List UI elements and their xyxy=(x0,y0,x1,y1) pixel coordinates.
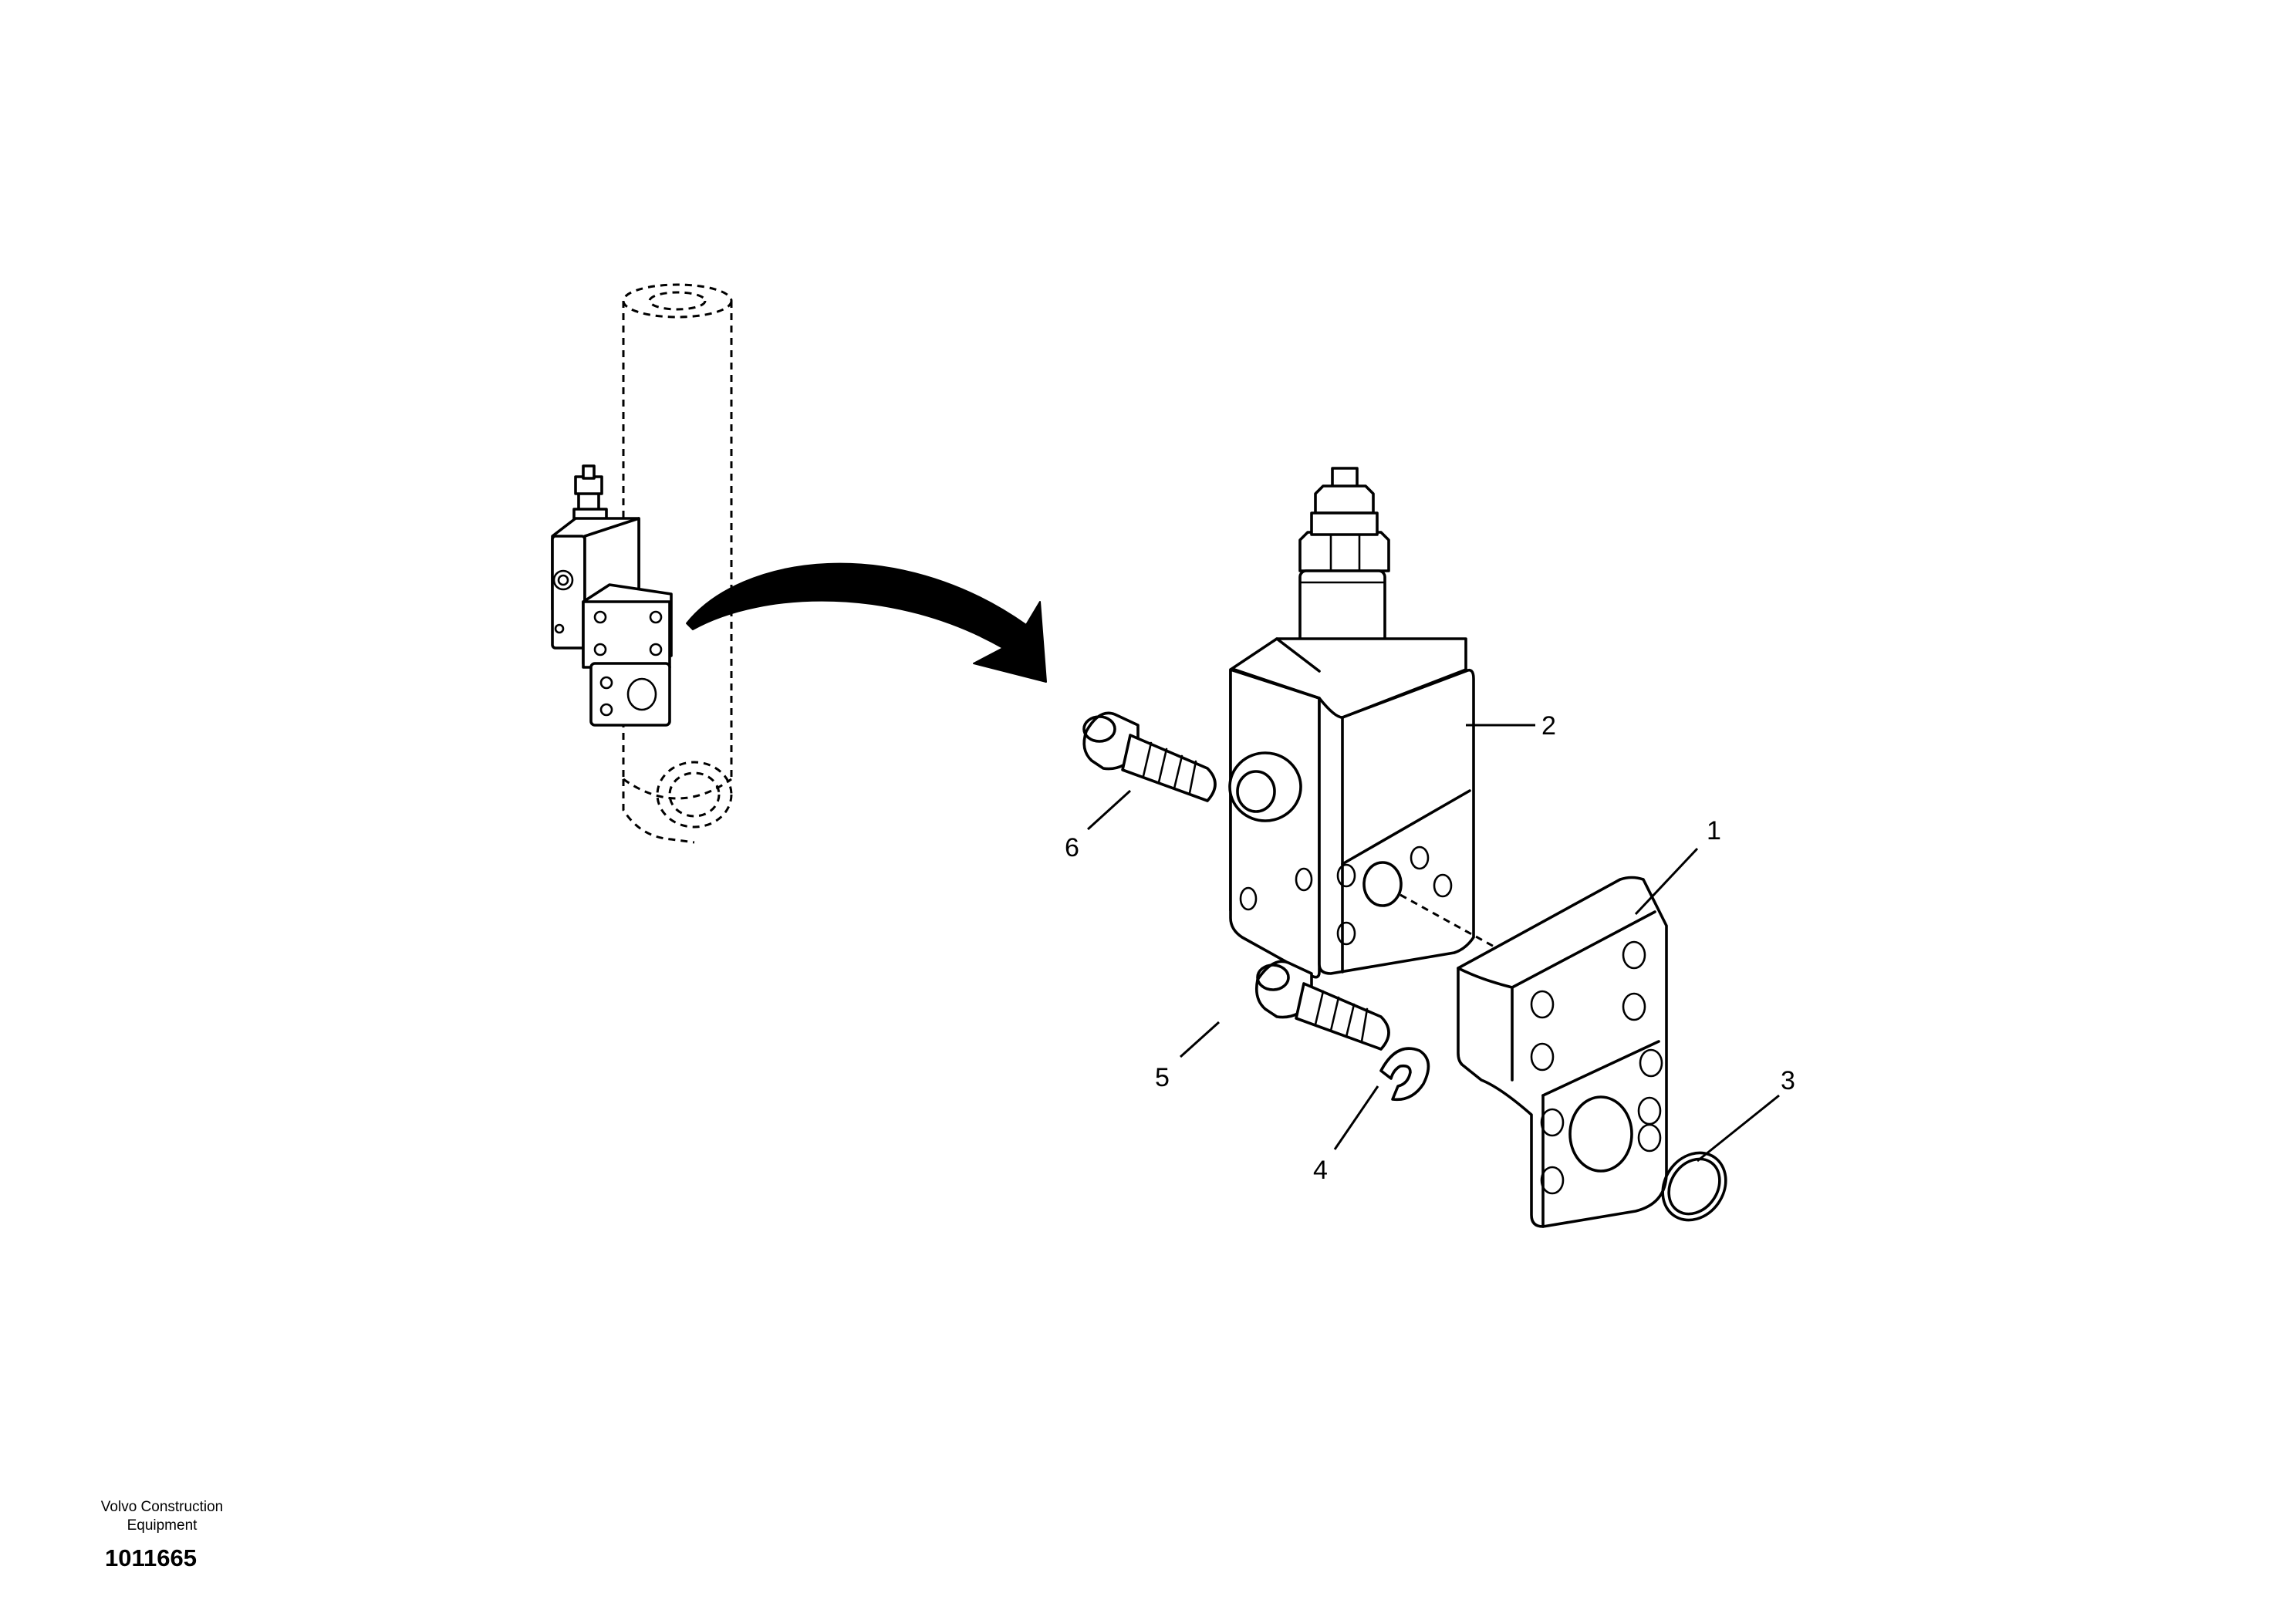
company-name-line2: Equipment xyxy=(127,1517,198,1534)
callout-4: 4 xyxy=(1313,1156,1328,1185)
bolt-5 xyxy=(1254,960,1390,1051)
callout-3: 3 xyxy=(1781,1066,1795,1095)
callout-6: 6 xyxy=(1065,833,1079,862)
alignment-line xyxy=(1400,893,1513,958)
callout-1: 1 xyxy=(1707,816,1721,845)
lock-washer xyxy=(1379,1047,1430,1102)
bolt-6 xyxy=(1082,711,1217,802)
callout-2: 2 xyxy=(1541,711,1556,741)
document-number: 1011665 xyxy=(105,1544,197,1571)
valve-assembly-overview xyxy=(551,464,673,727)
adapter-plate xyxy=(1457,876,1668,1228)
leader-lines xyxy=(1086,724,1780,1163)
callout-5: 5 xyxy=(1155,1063,1170,1092)
transition-arrow xyxy=(686,562,1047,683)
valve-body xyxy=(1228,467,1475,979)
company-name-line1: Volvo Construction xyxy=(100,1499,224,1515)
company-name: Volvo Construction Equipment xyxy=(62,1498,262,1535)
o-ring xyxy=(1661,1151,1727,1222)
